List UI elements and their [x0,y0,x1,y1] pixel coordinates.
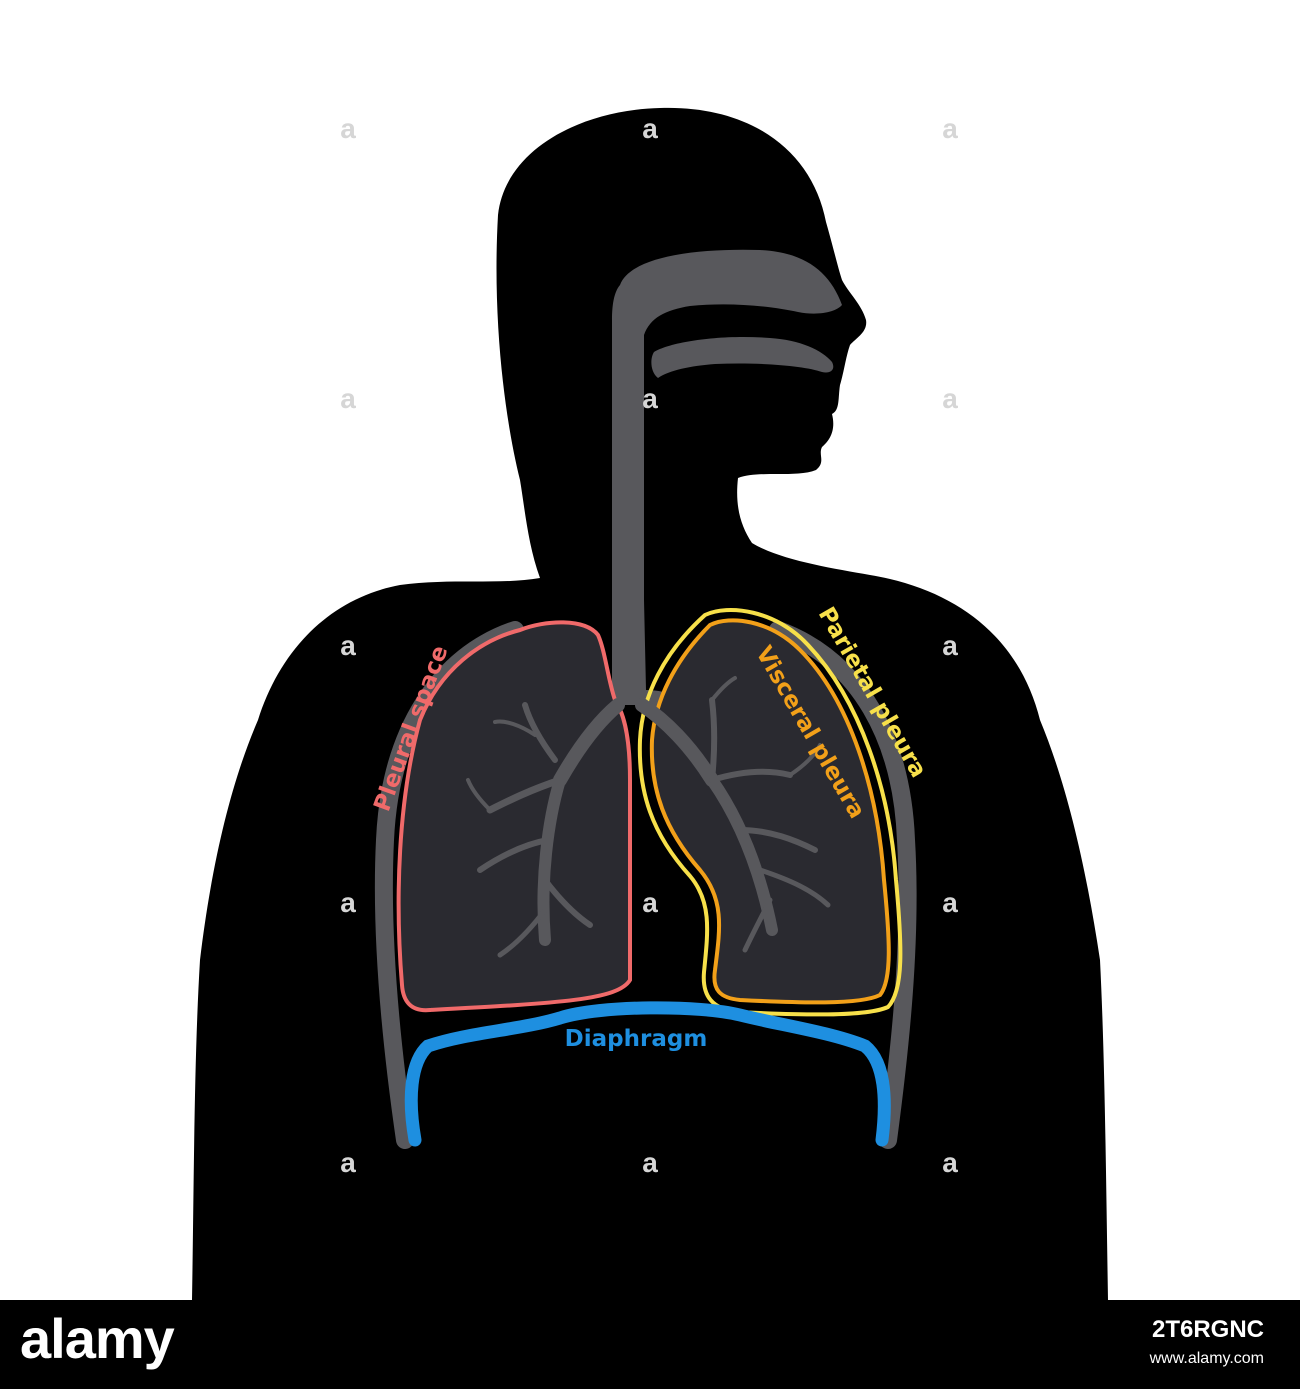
footer-bar: alamy 2T6RGNC www.alamy.com [0,1300,1300,1389]
watermark-glyph: a [340,887,356,918]
watermark-glyph: a [942,630,958,661]
watermark-glyph: a [340,1147,356,1178]
visceral-pleura-outline [637,608,903,1017]
label-diaphragm: Diaphragm [565,1026,708,1052]
mouth-cavity [651,336,834,378]
watermark-glyph: a [340,113,356,144]
watermark-glyph: a [942,383,958,414]
nasal-cavity [612,249,842,611]
respiratory-diagram: Pleural space Parietal pleura Visceral p… [192,107,1108,1300]
watermark-glyph: a [642,1147,658,1178]
watermark-glyph: a [642,887,658,918]
right-chest-wall [769,621,917,1149]
watermark-glyph: a [642,113,658,144]
bronchial-tree [466,676,831,958]
watermark-glyph: a [340,630,356,661]
watermark-glyph: a [942,887,958,918]
trachea [566,600,690,712]
watermark-glyph: a [642,383,658,414]
watermark-glyph: a [340,383,356,414]
airway [566,249,842,712]
watermark: a a a a a a a a a a a a a a [340,113,958,1178]
footer-meta: 2T6RGNC www.alamy.com [1150,1316,1264,1368]
image-id: 2T6RGNC [1151,1316,1264,1343]
alamy-logo: alamy [20,1307,175,1370]
diaphragm [404,1001,891,1147]
watermark-glyph: a [942,1147,958,1178]
watermark-glyph: a [942,113,958,144]
footer-url[interactable]: www.alamy.com [1149,1350,1264,1367]
